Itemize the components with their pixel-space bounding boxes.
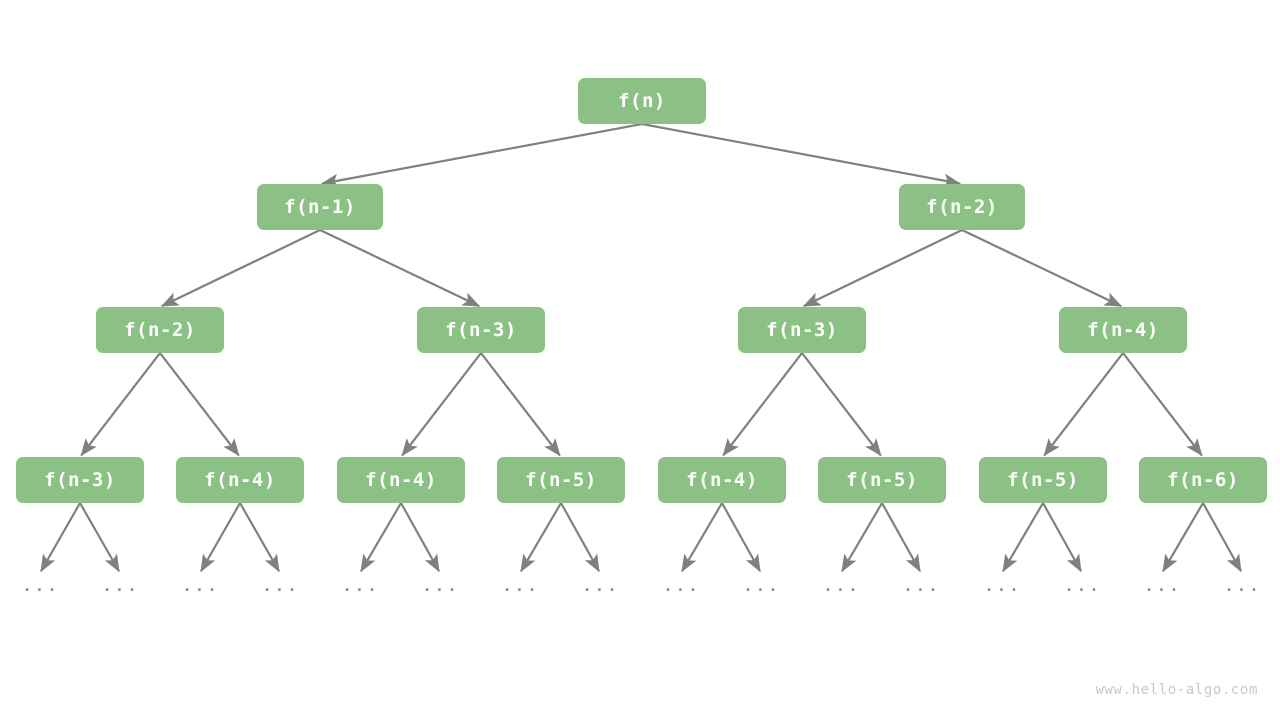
tree-edge: [200, 502, 241, 573]
tree-node-n7: f(n-4): [1059, 307, 1187, 353]
tree-node-label: f(n-4): [1087, 319, 1159, 341]
tree-edge: [1202, 502, 1242, 573]
ellipsis-marker: ...: [1223, 574, 1261, 596]
ellipsis-marker: ...: [261, 574, 299, 596]
tree-node-n3: f(n-2): [899, 184, 1025, 230]
tree-edge: [480, 352, 561, 457]
tree-node-n15: f(n-6): [1139, 457, 1267, 503]
ellipsis-marker: ...: [101, 574, 139, 596]
ellipsis-marker: ...: [902, 574, 940, 596]
tree-node-label: f(n-3): [445, 319, 517, 341]
tree-edge: [1042, 502, 1082, 573]
tree-edge: [961, 229, 1123, 308]
tree-node-n2: f(n-1): [257, 184, 383, 230]
tree-edge: [681, 502, 723, 573]
ellipsis-marker: ...: [181, 574, 219, 596]
tree-node-n8: f(n-3): [16, 457, 144, 503]
ellipsis-marker: ...: [1063, 574, 1101, 596]
tree-edge: [400, 502, 440, 573]
tree-edge: [881, 502, 921, 573]
tree-node-n11: f(n-5): [497, 457, 625, 503]
ellipsis-marker: ...: [501, 574, 539, 596]
ellipsis-marker: ...: [341, 574, 379, 596]
watermark: www.hello-algo.com: [1095, 682, 1258, 698]
tree-edge: [160, 229, 321, 308]
tree-node-label: f(n): [618, 90, 666, 112]
tree-edge: [239, 502, 280, 573]
tree-edge: [80, 352, 161, 457]
tree-node-label: f(n-1): [284, 196, 356, 218]
tree-edge: [520, 502, 562, 573]
tree-edge: [320, 122, 643, 188]
tree-node-label: f(n-2): [926, 196, 998, 218]
tree-node-label: f(n-5): [525, 469, 597, 491]
tree-node-label: f(n-3): [44, 469, 116, 491]
tree-edge: [560, 502, 600, 573]
tree-node-n5: f(n-3): [417, 307, 545, 353]
tree-node-n12: f(n-4): [658, 457, 786, 503]
tree-edge: [319, 229, 481, 308]
ellipsis-marker: ...: [1143, 574, 1181, 596]
tree-node-n1: f(n): [578, 78, 706, 124]
tree-edge: [1122, 352, 1203, 457]
tree-node-n13: f(n-5): [818, 457, 946, 503]
tree-node-label: f(n-4): [686, 469, 758, 491]
tree-edge: [79, 502, 120, 573]
ellipsis-marker: ...: [662, 574, 700, 596]
tree-node-label: f(n-3): [766, 319, 838, 341]
tree-node-n4: f(n-2): [96, 307, 224, 353]
ellipsis-marker: ...: [581, 574, 619, 596]
ellipsis-marker: ...: [822, 574, 860, 596]
tree-node-label: f(n-4): [365, 469, 437, 491]
tree-edge: [1043, 352, 1124, 457]
tree-node-label: f(n-4): [204, 469, 276, 491]
ellipsis-marker: ...: [983, 574, 1021, 596]
ellipsis-marker: ...: [21, 574, 59, 596]
tree-node-n14: f(n-5): [979, 457, 1107, 503]
tree-edge: [40, 502, 81, 573]
tree-node-n9: f(n-4): [176, 457, 304, 503]
tree-edge: [721, 502, 761, 573]
tree-node-label: f(n-5): [1007, 469, 1079, 491]
tree-edge: [841, 502, 883, 573]
tree-edge: [360, 502, 402, 573]
tree-edge: [722, 352, 803, 457]
tree-edge: [1162, 502, 1204, 573]
tree-node-n6: f(n-3): [738, 307, 866, 353]
tree-node-n10: f(n-4): [337, 457, 465, 503]
ellipsis-marker: ...: [421, 574, 459, 596]
tree-node-label: f(n-2): [124, 319, 196, 341]
tree-edge: [401, 352, 482, 457]
tree-node-label: f(n-6): [1167, 469, 1239, 491]
tree-edge: [641, 122, 962, 188]
tree-node-label: f(n-5): [846, 469, 918, 491]
tree-edge: [159, 352, 240, 457]
tree-edge: [802, 229, 963, 308]
ellipsis-marker: ...: [742, 574, 780, 596]
tree-edge: [1002, 502, 1044, 573]
tree-edge: [801, 352, 882, 457]
